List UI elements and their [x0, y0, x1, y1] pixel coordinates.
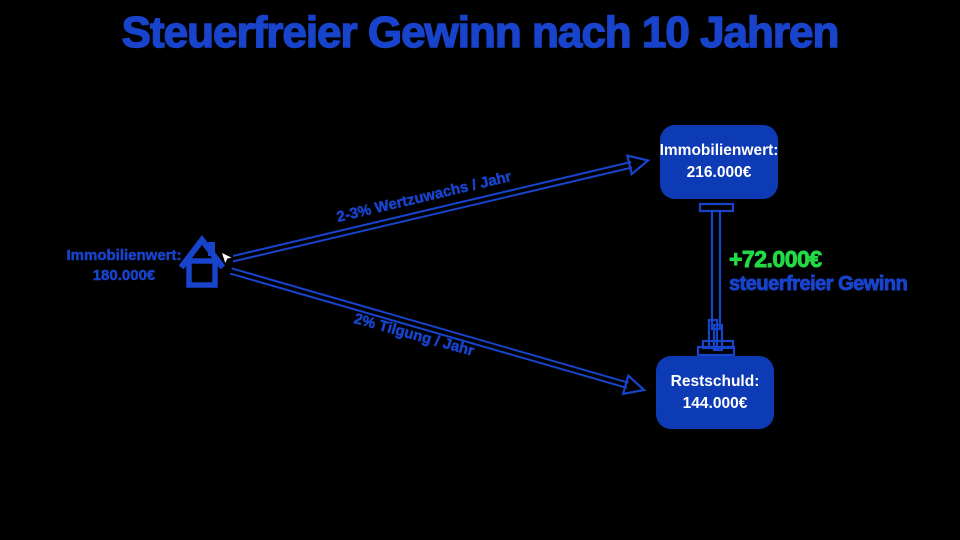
remaining-debt-box-value: 144.000€ [682, 394, 748, 412]
difference-bracket-icon [696, 202, 736, 357]
remaining-debt-box: Restschuld: 144.000€ [656, 356, 774, 429]
house-icon [178, 235, 226, 288]
arrow-up-right-icon [232, 154, 651, 263]
remaining-debt-box-label: Restschuld: [670, 372, 760, 390]
gain-amount: +72.000€ [729, 246, 823, 273]
gain-label: steuerfreier Gewinn [729, 273, 909, 296]
mouse-cursor-icon [222, 253, 232, 263]
property-value-box-value: 216.000€ [686, 164, 752, 181]
source-property-label: Immobilienwert: 180.000€ [66, 246, 182, 286]
arrow-down-right-icon [229, 267, 647, 396]
property-value-box-label: Immobilienwert: [659, 142, 779, 159]
page-title: Steuerfreier Gewinn nach 10 Jahren [121, 7, 840, 57]
property-value-box: Immobilienwert: 216.000€ [660, 125, 778, 199]
source-property-value: 180.000€ [92, 267, 156, 285]
source-property-title: Immobilienwert: [66, 247, 182, 265]
gain-callout: +72.000€ steuerfreier Gewinn [729, 246, 909, 297]
